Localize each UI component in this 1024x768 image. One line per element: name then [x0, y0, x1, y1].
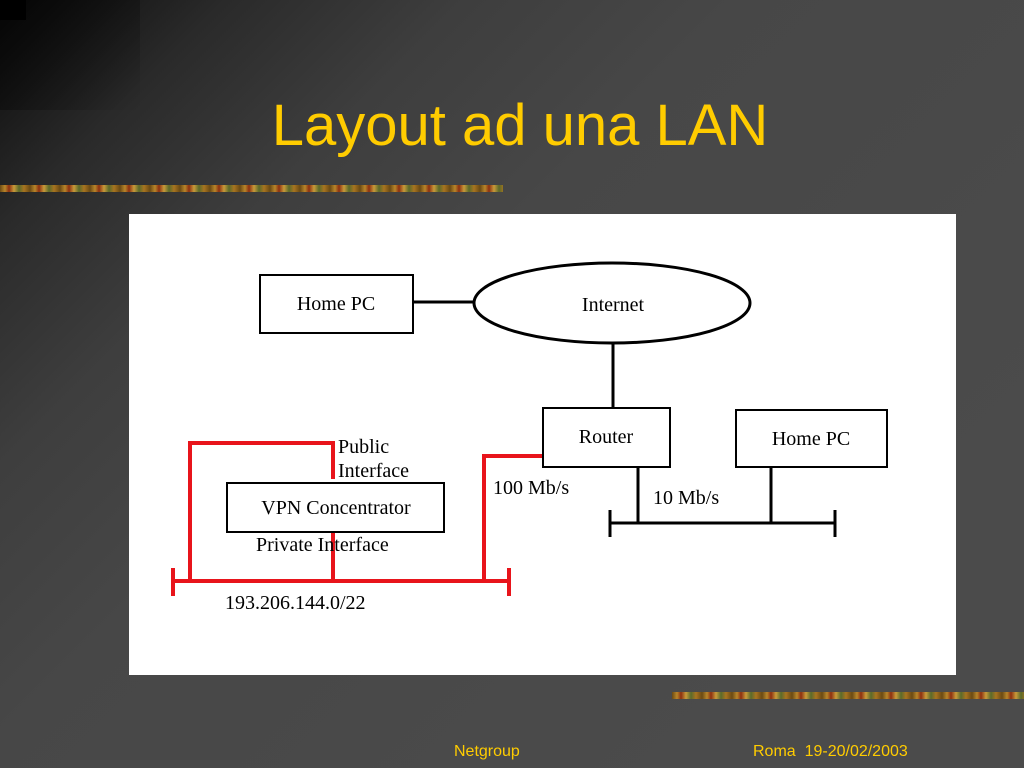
speed-10-label: 10 Mb/s	[653, 487, 719, 509]
home-pc-top-box	[259, 274, 414, 334]
home-pc-right-label: Home PC	[772, 428, 850, 450]
home-pc-top-label: Home PC	[297, 293, 375, 315]
decorative-stripe-top	[0, 185, 503, 192]
router-label: Router	[579, 426, 634, 448]
private-interface-label: Private Interface	[256, 534, 389, 556]
slide-title: Layout ad una LAN	[271, 93, 769, 158]
vpn-concentrator-box	[226, 482, 445, 533]
footer-right-text: Roma 19-20/02/2003	[753, 743, 908, 760]
red-network	[171, 441, 542, 596]
subnet-label: 193.206.144.0/22	[225, 592, 366, 614]
home-pc-top-node: Home PC	[259, 274, 414, 334]
vpn-concentrator-label: VPN Concentrator	[261, 497, 411, 519]
home-pc-right-box	[735, 409, 888, 468]
corner-square	[0, 0, 26, 20]
red-public-interface-link	[188, 441, 335, 581]
public-interface-label-line2: Interface	[338, 460, 409, 482]
black-network	[413, 300, 837, 537]
internet-label: Internet	[582, 294, 645, 316]
router-node: Router	[542, 407, 671, 468]
speed-100-label: 100 Mb/s	[493, 477, 569, 499]
internet-ellipse	[472, 261, 752, 345]
footer-left-text: Netgroup	[454, 743, 520, 760]
home-pc-right-node: Home PC	[735, 409, 888, 468]
network-diagram-svg: Home PC Internet Router Home PC VPN Conc…	[171, 261, 888, 614]
internet-node: Internet	[472, 261, 752, 345]
public-interface-label-line1: Public	[338, 436, 389, 458]
vpn-concentrator-node: VPN Concentrator	[226, 482, 445, 533]
router-box	[542, 407, 671, 468]
decorative-stripe-bottom	[672, 692, 1024, 699]
red-router-100mb-link	[482, 454, 542, 581]
network-diagram: Home PC Internet Router Home PC VPN Conc…	[129, 214, 956, 675]
